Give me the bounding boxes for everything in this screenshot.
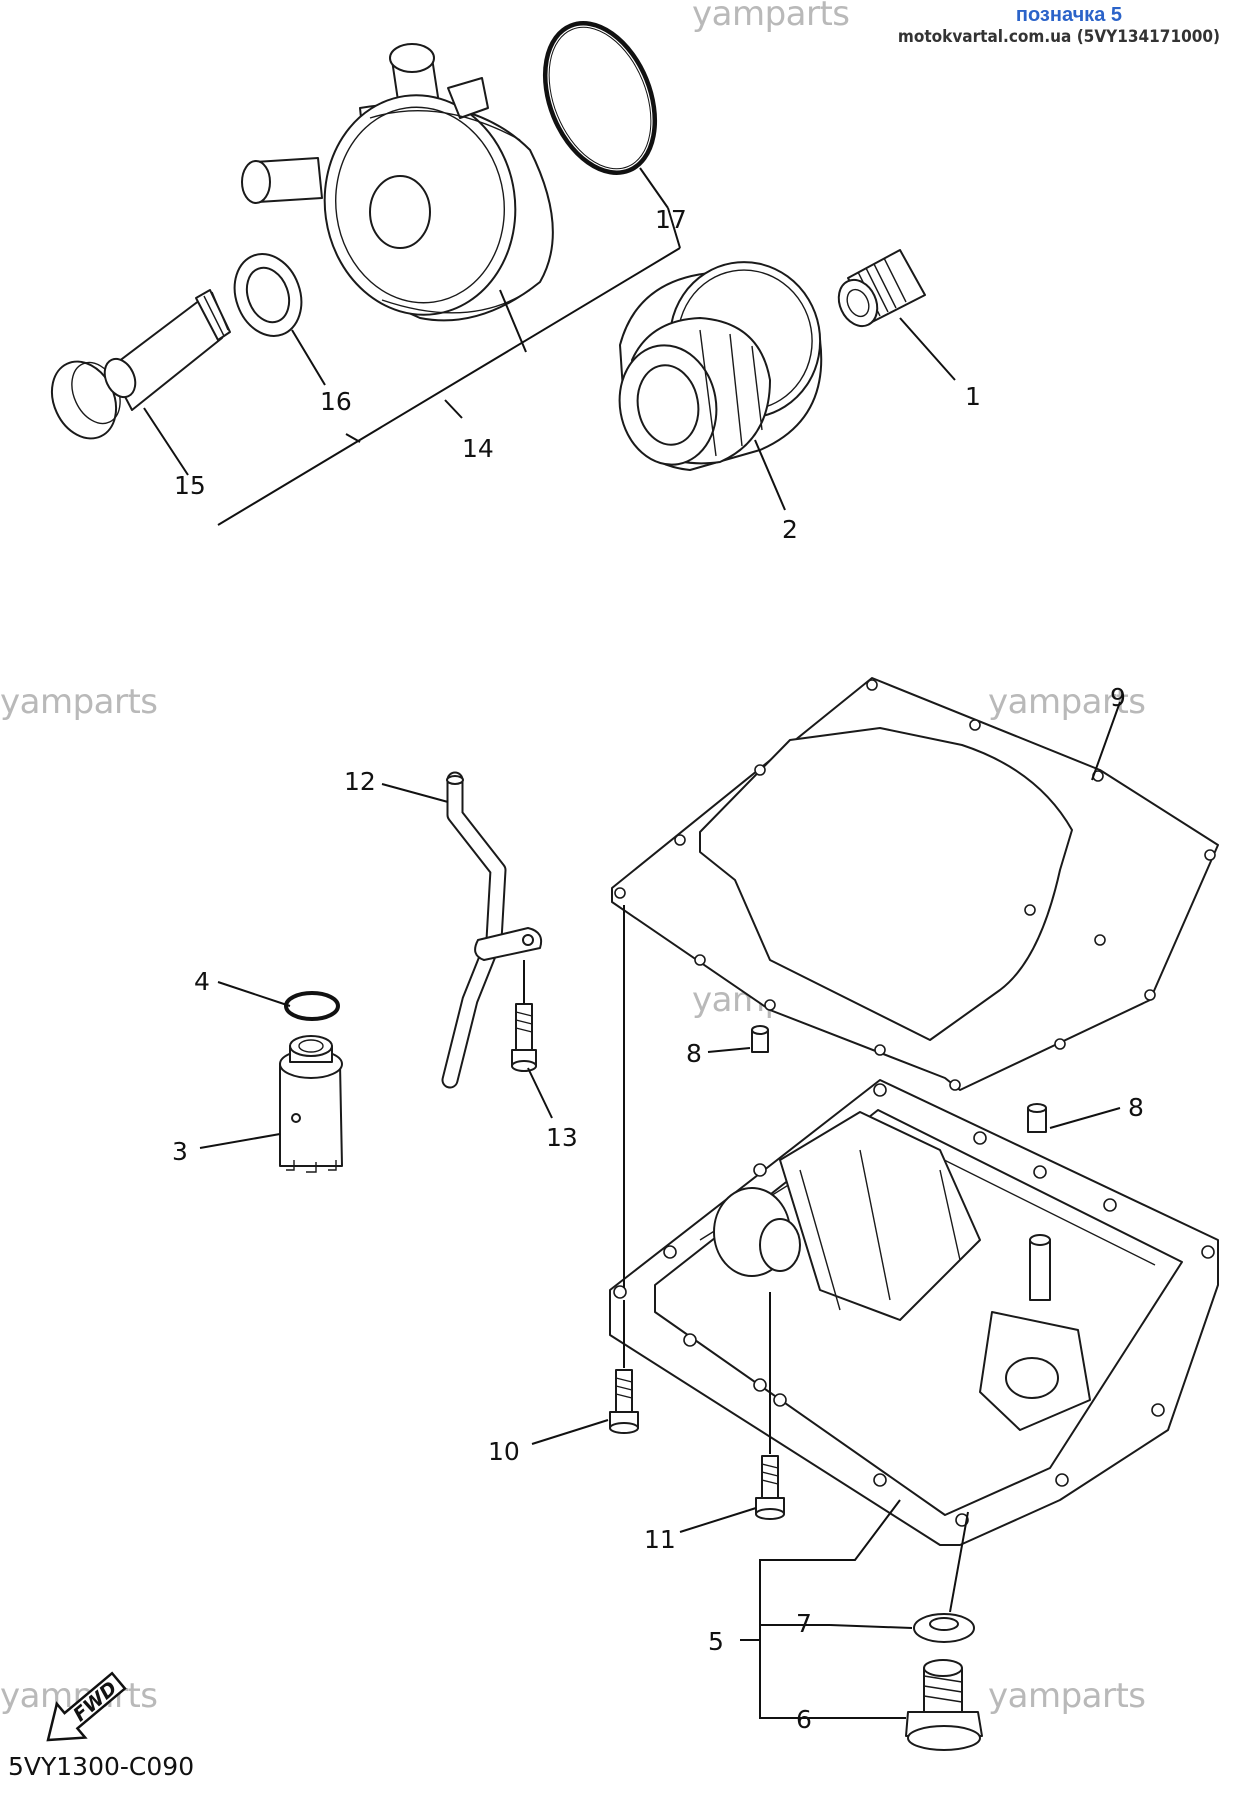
bolt-10 — [609, 1369, 639, 1434]
callout-9: 9 — [1110, 683, 1126, 712]
gasket-9 — [611, 677, 1219, 1091]
callout-8a: 8 — [686, 1039, 702, 1068]
callout-10: 10 — [488, 1437, 520, 1466]
watermark-bottom-right: yamparts — [988, 1676, 1146, 1716]
callout-2: 2 — [782, 515, 798, 544]
leader-lines-upper — [143, 167, 956, 526]
oil-filter-2 — [618, 261, 823, 471]
oil-cooler-14 — [241, 43, 554, 322]
callout-13: 13 — [546, 1123, 578, 1152]
bolt-13 — [511, 1003, 537, 1072]
washer-16 — [233, 253, 303, 337]
bolt-11 — [755, 1455, 785, 1520]
callout-14: 14 — [462, 434, 494, 463]
callout-8b: 8 — [1128, 1093, 1144, 1122]
callout-7: 7 — [796, 1609, 812, 1638]
callout-16: 16 — [320, 387, 352, 416]
oil-pan-5 — [609, 1079, 1219, 1546]
callout-15: 15 — [174, 471, 206, 500]
note-source: motokvartal.com.ua (5VY134171000) — [897, 27, 1220, 47]
callout-4: 4 — [194, 967, 210, 996]
callout-12: 12 — [344, 767, 376, 796]
o-ring-17 — [542, 21, 658, 175]
callout-5: 5 — [708, 1627, 724, 1656]
callout-labels: 17 1 16 14 15 2 12 9 4 8 8 3 13 10 11 5 … — [172, 205, 1144, 1734]
oil-strainer-3 — [279, 1035, 343, 1173]
note-title: позначка 5 — [1015, 4, 1122, 26]
fwd-arrow-icon: FWD — [46, 1671, 127, 1742]
o-ring-4 — [284, 991, 340, 1021]
leader-lines-lower — [199, 701, 1121, 1719]
watermark-left: yamparts — [0, 682, 158, 722]
oil-pipe-12 — [441, 771, 543, 1089]
watermark-top: yamparts — [692, 0, 850, 34]
callout-11: 11 — [644, 1525, 676, 1554]
callout-3: 3 — [172, 1137, 188, 1166]
union-bolt-15 — [50, 289, 231, 440]
callout-17: 17 — [655, 205, 687, 234]
drain-bolt-6 — [905, 1659, 983, 1751]
callout-1: 1 — [965, 382, 981, 411]
dowel-pin-8b — [1027, 1103, 1047, 1133]
washer-7 — [913, 1613, 975, 1643]
fitting-1 — [837, 249, 926, 328]
dowel-pin-8a — [751, 1025, 769, 1053]
diagram-code: 5VY1300-C090 — [8, 1752, 195, 1781]
callout-6: 6 — [796, 1705, 812, 1734]
top-note: позначка 5 motokvartal.com.ua (5VY134171… — [898, 4, 1220, 47]
